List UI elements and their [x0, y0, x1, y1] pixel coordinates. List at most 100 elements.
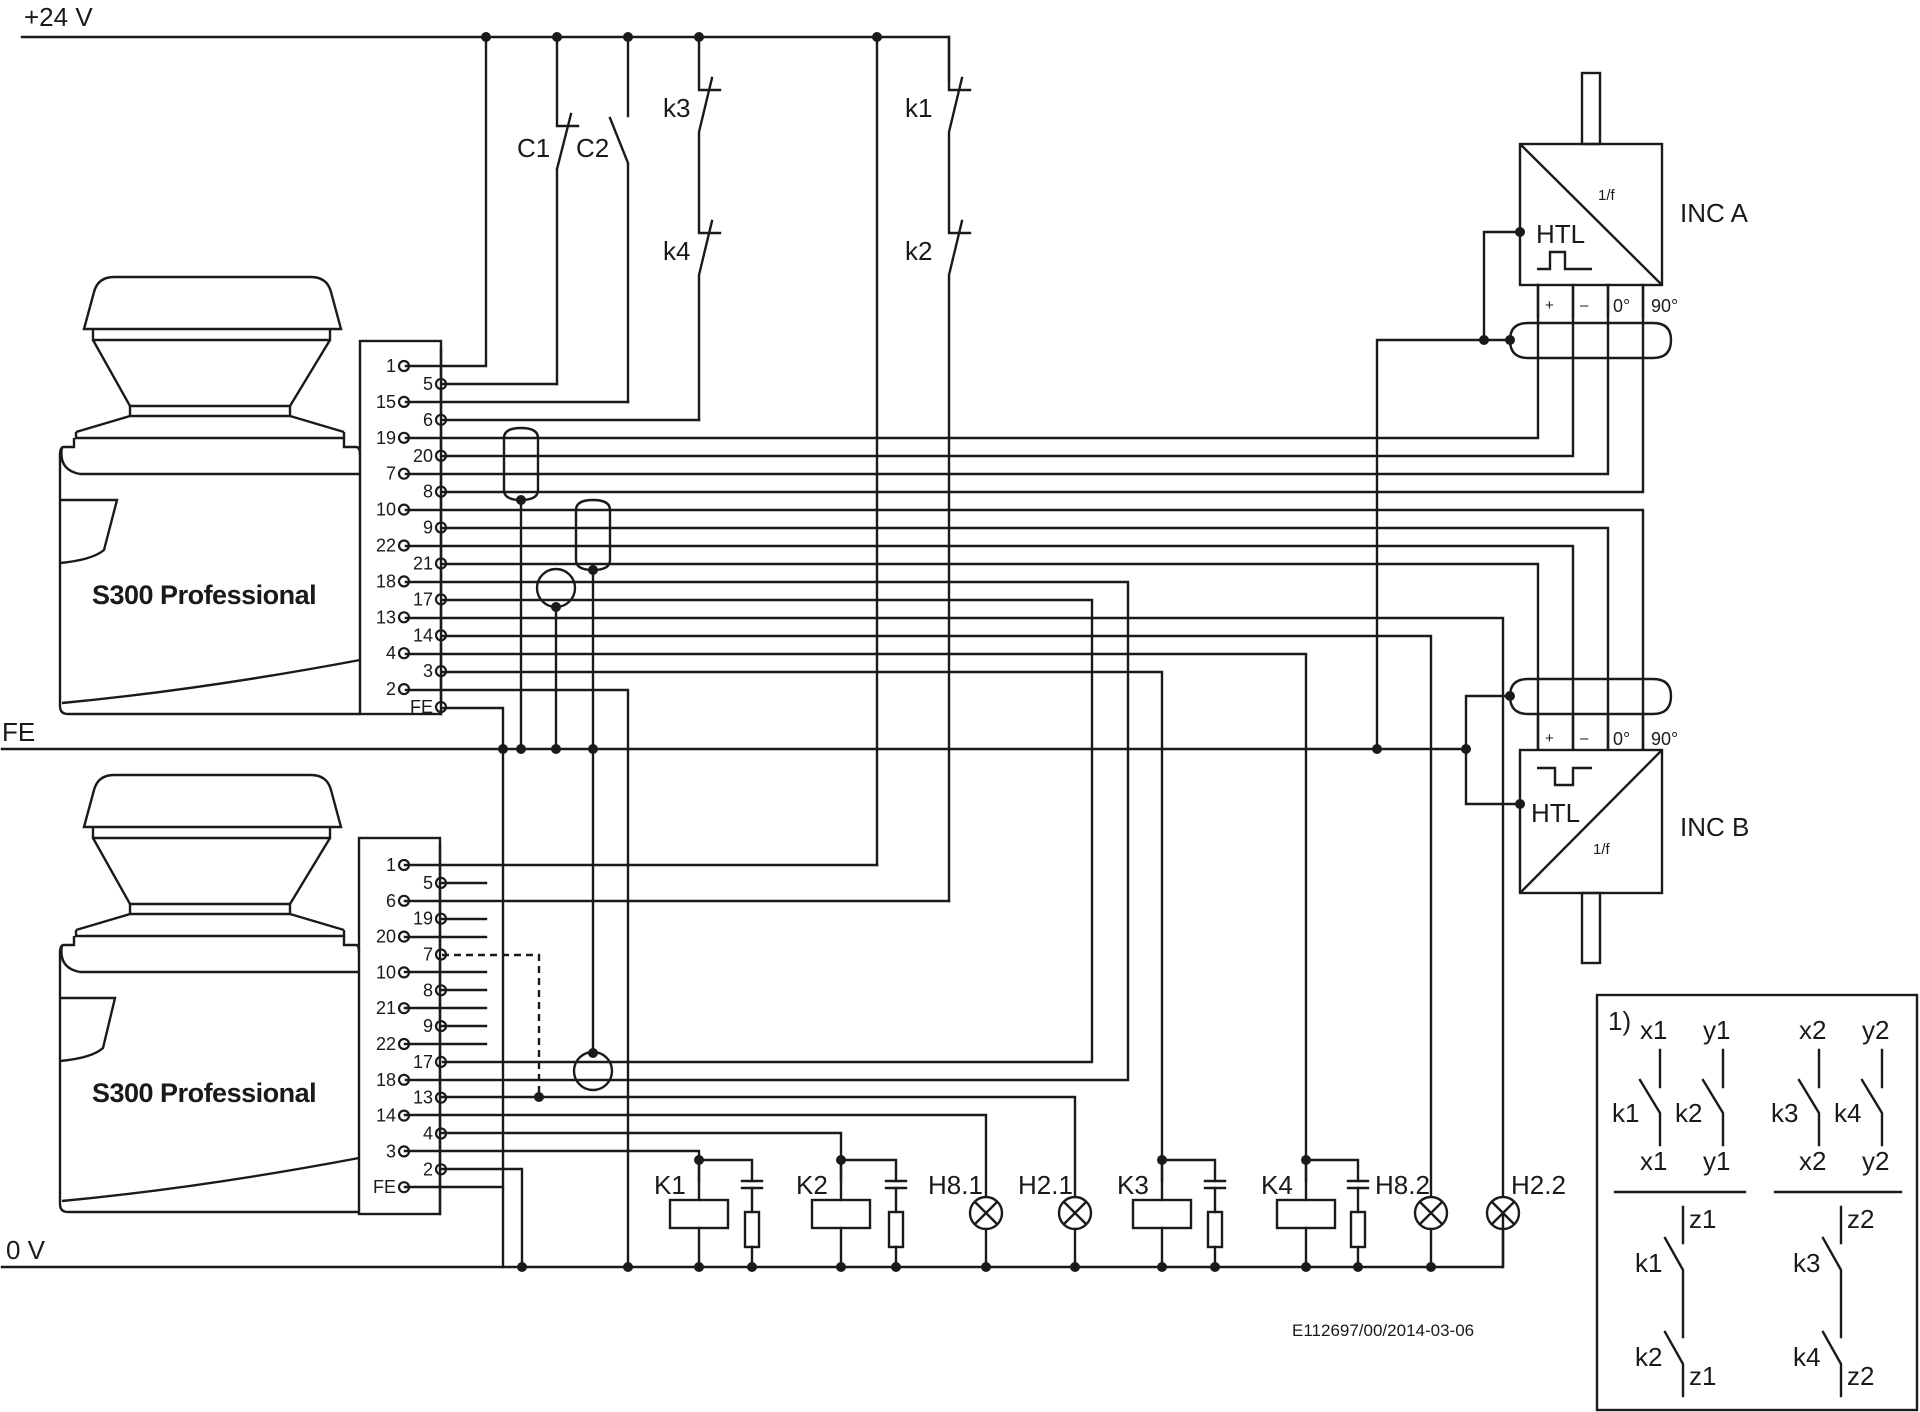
junction-dot: [623, 32, 633, 42]
drawing-id: E112697/00/2014-03-06: [1292, 1321, 1474, 1340]
fn-contact: k3: [1771, 1098, 1798, 1128]
switch-c2-label: C2: [576, 133, 609, 163]
inc-b-term-minus: –: [1580, 730, 1589, 747]
relay-label: K1: [654, 1170, 686, 1200]
pin-label: 3: [386, 1141, 396, 1161]
ground-rail-label: 0 V: [6, 1235, 46, 1265]
fn-contact: k4: [1834, 1098, 1861, 1128]
junction-dot: [623, 1262, 633, 1272]
pin-label: 2: [423, 1159, 433, 1179]
lower-pin-14: 14: [376, 1106, 411, 1126]
pin-label: 8: [423, 482, 433, 502]
upper-pin-18: 18: [376, 571, 411, 591]
pin-label: 9: [423, 518, 433, 538]
pin-label: 14: [413, 625, 433, 645]
encoder-inc-a: 1/f HTL INC A + – 0° 90°: [1375, 71, 1749, 751]
scanner-lower-label: S300 Professional: [92, 1078, 316, 1108]
inc-a-term-90: 90°: [1651, 296, 1678, 316]
pin-label: 6: [423, 410, 433, 430]
junction-dot: [552, 32, 562, 42]
inc-b-term-90: 90°: [1651, 729, 1678, 749]
pin-label: 1: [386, 855, 396, 875]
encoder-inc-b: + – 0° 90° HTL 1/f INC B: [1464, 677, 1749, 965]
upper-pin-15: 15: [376, 392, 411, 412]
fn-contact: k4: [1793, 1342, 1820, 1372]
pin-label: 6: [386, 891, 396, 911]
pin-label: 1: [386, 356, 396, 376]
junction-dot: [891, 1262, 901, 1272]
pin-label: 20: [413, 446, 433, 466]
relay-label: K3: [1117, 1170, 1149, 1200]
junction-dot: [1301, 1155, 1311, 1165]
pin-label: 4: [386, 643, 396, 663]
pin-label: 22: [376, 1034, 396, 1054]
inc-b-term-0: 0°: [1613, 729, 1630, 749]
pin-label: 18: [376, 1070, 396, 1090]
junction-dot: [1157, 1262, 1167, 1272]
fn-contact: k1: [1635, 1248, 1662, 1278]
fn-terminal: y2: [1862, 1015, 1889, 1045]
junction-dot: [1479, 335, 1489, 345]
pin-label: 10: [376, 500, 396, 520]
switch-k1-label: k1: [905, 93, 932, 123]
lamp-h2-2: H2.2: [1485, 1170, 1566, 1269]
junction-dot: [551, 744, 561, 754]
junction-dot: [747, 1262, 757, 1272]
lamp-label: H8.2: [1375, 1170, 1430, 1200]
junction-dot: [1070, 1262, 1080, 1272]
pin-label: 7: [423, 945, 433, 965]
junction-dot: [1515, 227, 1525, 237]
junction-dot: [534, 1092, 544, 1102]
junction-dot: [1301, 1262, 1311, 1272]
inc-b-ratio: 1/f: [1593, 841, 1611, 858]
relay-label: K2: [796, 1170, 828, 1200]
scanner-upper-label: S300 Professional: [92, 580, 316, 610]
fn-terminal: z2: [1847, 1204, 1874, 1234]
junction-dot: [498, 744, 508, 754]
upper-pin-22: 22: [376, 536, 411, 556]
pin-label: 17: [413, 589, 433, 609]
relay-k1: K1: [654, 1158, 764, 1269]
junction-dot: [872, 32, 882, 42]
lamp-h8-1: H8.1: [928, 1170, 1004, 1269]
pin-label: 2: [386, 679, 396, 699]
pin-label: 4: [423, 1124, 433, 1144]
relay-label: K4: [1261, 1170, 1293, 1200]
pin-label: 21: [376, 998, 396, 1018]
scanner-lower: S300 Professional: [58, 773, 361, 1214]
lamp-label: H2.1: [1018, 1170, 1073, 1200]
pin-label: 3: [423, 661, 433, 681]
relay-k3: K3: [1117, 1158, 1227, 1269]
fn-terminal: x2: [1799, 1015, 1826, 1045]
upper-pin-19: 19: [376, 428, 411, 448]
pin-label: 15: [376, 392, 396, 412]
pin-label: 21: [413, 553, 433, 573]
junction-dot: [481, 32, 491, 42]
junction-dot: [1157, 1155, 1167, 1165]
scanner-upper: S300 Professional: [58, 275, 362, 716]
fn-terminal: z1: [1689, 1204, 1716, 1234]
inc-a-name: INC A: [1680, 198, 1749, 228]
switch-k3-label: k3: [663, 93, 690, 123]
inc-a-term-0: 0°: [1613, 296, 1630, 316]
switch-c1: C1: [517, 35, 580, 386]
pin-label: 20: [376, 927, 396, 947]
junction-dots: [481, 32, 1525, 1272]
fn-terminal: y1: [1703, 1015, 1730, 1045]
fn-terminal: z2: [1847, 1361, 1874, 1391]
lamp-label: H2.2: [1511, 1170, 1566, 1200]
lower-wires: [403, 863, 1077, 1269]
fn-terminal: x2: [1799, 1146, 1826, 1176]
junction-dot: [836, 1262, 846, 1272]
junction-dot: [516, 495, 526, 505]
lamp-label: H8.1: [928, 1170, 983, 1200]
junction-dot: [1353, 1262, 1363, 1272]
junction-dot: [1210, 1262, 1220, 1272]
fn-contact: k2: [1635, 1342, 1662, 1372]
pin-label: 18: [376, 571, 396, 591]
upper-pin-10: 10: [376, 500, 411, 520]
